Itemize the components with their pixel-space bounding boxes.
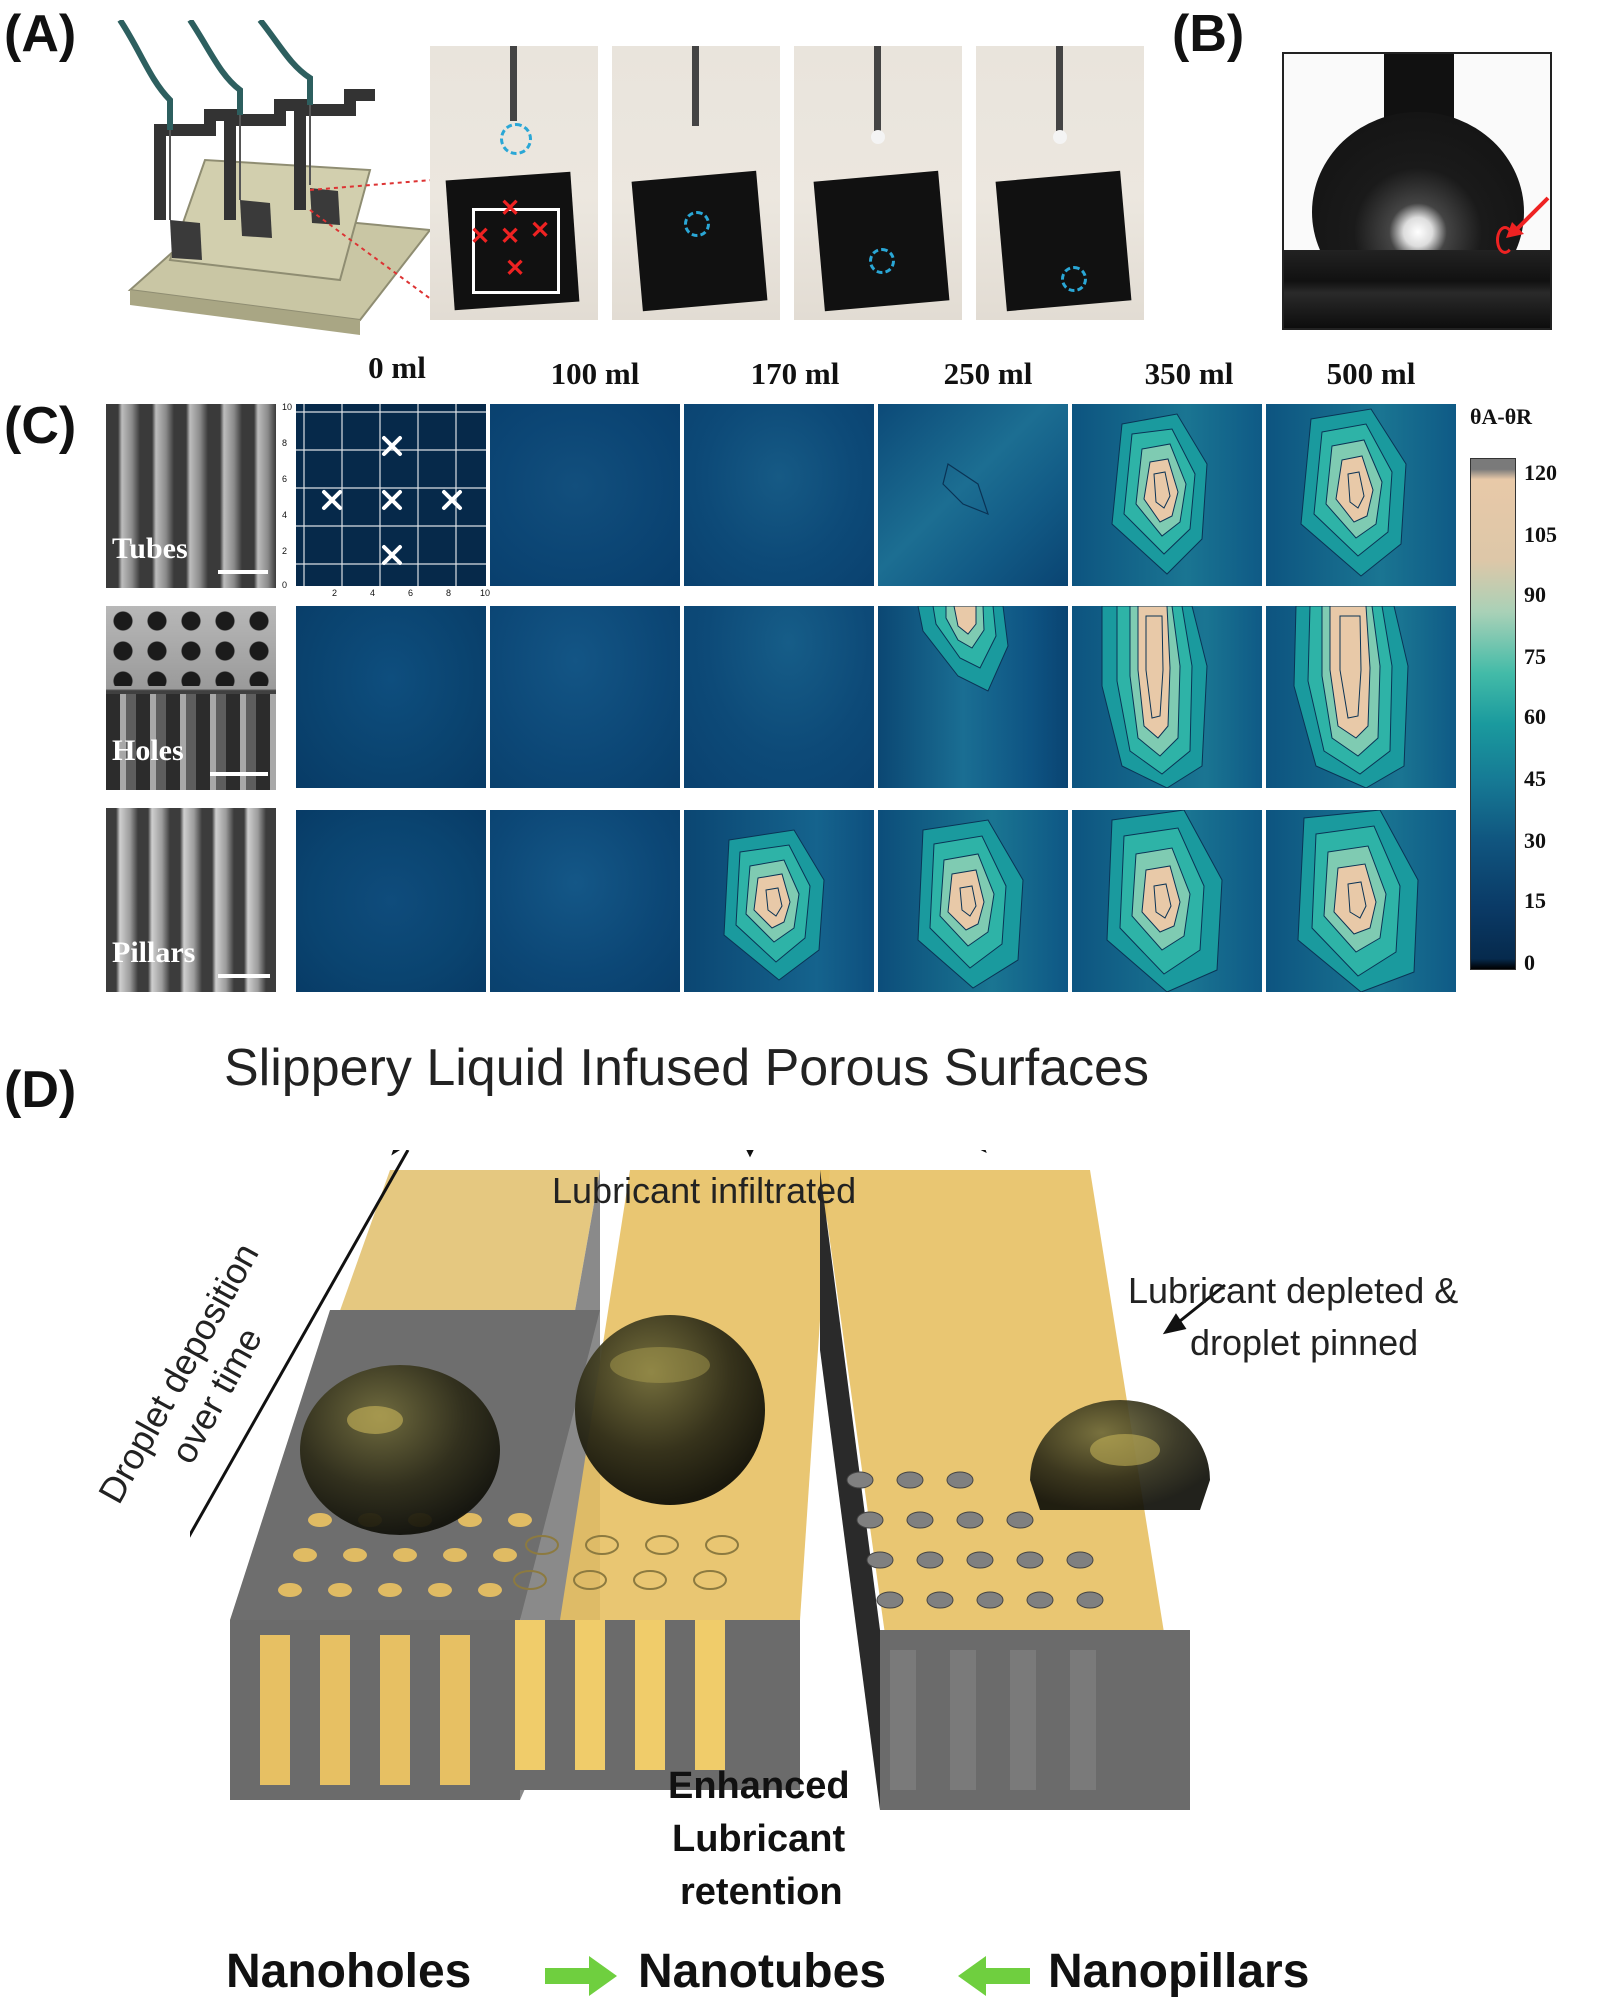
- slips-illustration: [190, 1150, 1226, 1810]
- map-tubes-100ml: [490, 404, 680, 586]
- sem-image-tubes: Tubes: [106, 404, 276, 588]
- zoom-lines: [309, 179, 433, 301]
- sem-label-tubes: Tubes: [112, 532, 188, 565]
- map-pillars-170ml: [684, 810, 874, 992]
- label-retention-line-1: Enhanced: [668, 1765, 850, 1807]
- colorbar-title: θA-θR: [1470, 404, 1533, 429]
- label-depleted-line-1: Lubricant depleted &: [1128, 1270, 1459, 1311]
- grid-tick-y-4: 4: [282, 510, 288, 520]
- volume-header-3: 250 ml: [943, 356, 1033, 391]
- sem-label-pillars: Pillars: [112, 936, 196, 969]
- label-depleted-line-2: droplet pinned: [1190, 1322, 1419, 1363]
- map-pillars-100ml: [490, 810, 680, 992]
- grid-tick-y-8: 8: [282, 438, 288, 448]
- map-holes-0ml: [296, 606, 486, 788]
- map-holes-250ml: [878, 606, 1068, 788]
- label-retention-line-2: Lubricant: [672, 1818, 846, 1860]
- photo-frame-2: [612, 46, 780, 320]
- map-holes-350ml: [1072, 606, 1262, 788]
- volume-header-5: 500 ml: [1326, 356, 1416, 391]
- map-holes-500ml: [1266, 606, 1456, 788]
- colorbar-tick-0: 0: [1524, 950, 1535, 975]
- measurement-grid: [296, 404, 486, 586]
- grid-y-ticks: 10 8 6 4 2 0: [282, 402, 296, 592]
- colorbar-tick-15: 15: [1524, 888, 1546, 913]
- map-holes-100ml: [490, 606, 680, 788]
- map-tubes-170ml: [684, 404, 874, 586]
- colorbar-tick-120: 120: [1524, 460, 1557, 485]
- colorbar-tick-45: 45: [1524, 766, 1546, 791]
- grid-tick-y-6: 6: [282, 474, 288, 484]
- photo-frame-3: [794, 46, 962, 320]
- grid-tick-y-2: 2: [282, 546, 288, 556]
- diagram-title: Slippery Liquid Infused Porous Surfaces: [224, 1039, 1149, 1097]
- grid-tick-y-10: 10: [282, 402, 293, 412]
- sem-image-pillars: Pillars: [106, 808, 276, 992]
- grid-tick-x-2: 2: [332, 588, 338, 598]
- map-holes-170ml: [684, 606, 874, 788]
- label-nanopillars: Nanopillars: [1048, 1945, 1310, 1998]
- volume-header-1: 100 ml: [550, 356, 640, 391]
- contact-angle-image: [1282, 52, 1552, 330]
- map-tubes-500ml: [1266, 404, 1456, 586]
- colorbar-tick-30: 30: [1524, 828, 1546, 853]
- panel-c-label: (C): [4, 397, 77, 455]
- colorbar-tick-105: 105: [1524, 522, 1557, 547]
- label-lubricant-infiltrated: Lubricant infiltrated: [552, 1170, 857, 1211]
- grid-tick-x-10: 10: [480, 588, 491, 598]
- volume-header-2: 170 ml: [750, 356, 840, 391]
- grid-tick-y-0: 0: [282, 580, 288, 590]
- colorbar-tick-90: 90: [1524, 582, 1546, 607]
- map-pillars-500ml: [1266, 810, 1456, 992]
- volume-header-4: 350 ml: [1144, 356, 1234, 391]
- map-tubes-350ml: [1072, 404, 1262, 586]
- grid-x-ticks: 2 4 6 8 10: [296, 588, 496, 600]
- photo-frame-4: [976, 46, 1144, 320]
- map-pillars-350ml: [1072, 810, 1262, 992]
- label-retention-line-3: retention: [680, 1871, 843, 1913]
- panel-d-label: (D): [4, 1061, 77, 1119]
- grid-tick-x-4: 4: [370, 588, 376, 598]
- colorbar: [1470, 458, 1516, 970]
- colorbar-tick-60: 60: [1524, 704, 1546, 729]
- map-tubes-0ml: [296, 404, 486, 586]
- map-pillars-0ml: [296, 810, 486, 992]
- grid-tick-x-8: 8: [446, 588, 452, 598]
- panel-b-label: (B): [1172, 5, 1245, 63]
- sem-image-holes: Holes: [106, 606, 276, 790]
- grid-tick-x-6: 6: [408, 588, 414, 598]
- map-tubes-250ml: [878, 404, 1068, 586]
- panel-a-label: (A): [4, 5, 77, 63]
- label-nanoholes: Nanoholes: [226, 1945, 472, 1998]
- left-arrow-icon: [958, 1956, 1030, 1996]
- sem-label-holes: Holes: [112, 734, 184, 767]
- photo-frame-1: ✕ ✕ ✕ ✕ ✕: [430, 46, 598, 320]
- colorbar-tick-75: 75: [1524, 644, 1546, 669]
- map-pillars-250ml: [878, 810, 1068, 992]
- volume-header-0: 0 ml: [368, 350, 426, 385]
- right-arrow-icon: [545, 1956, 617, 1996]
- label-nanotubes: Nanotubes: [638, 1945, 887, 1998]
